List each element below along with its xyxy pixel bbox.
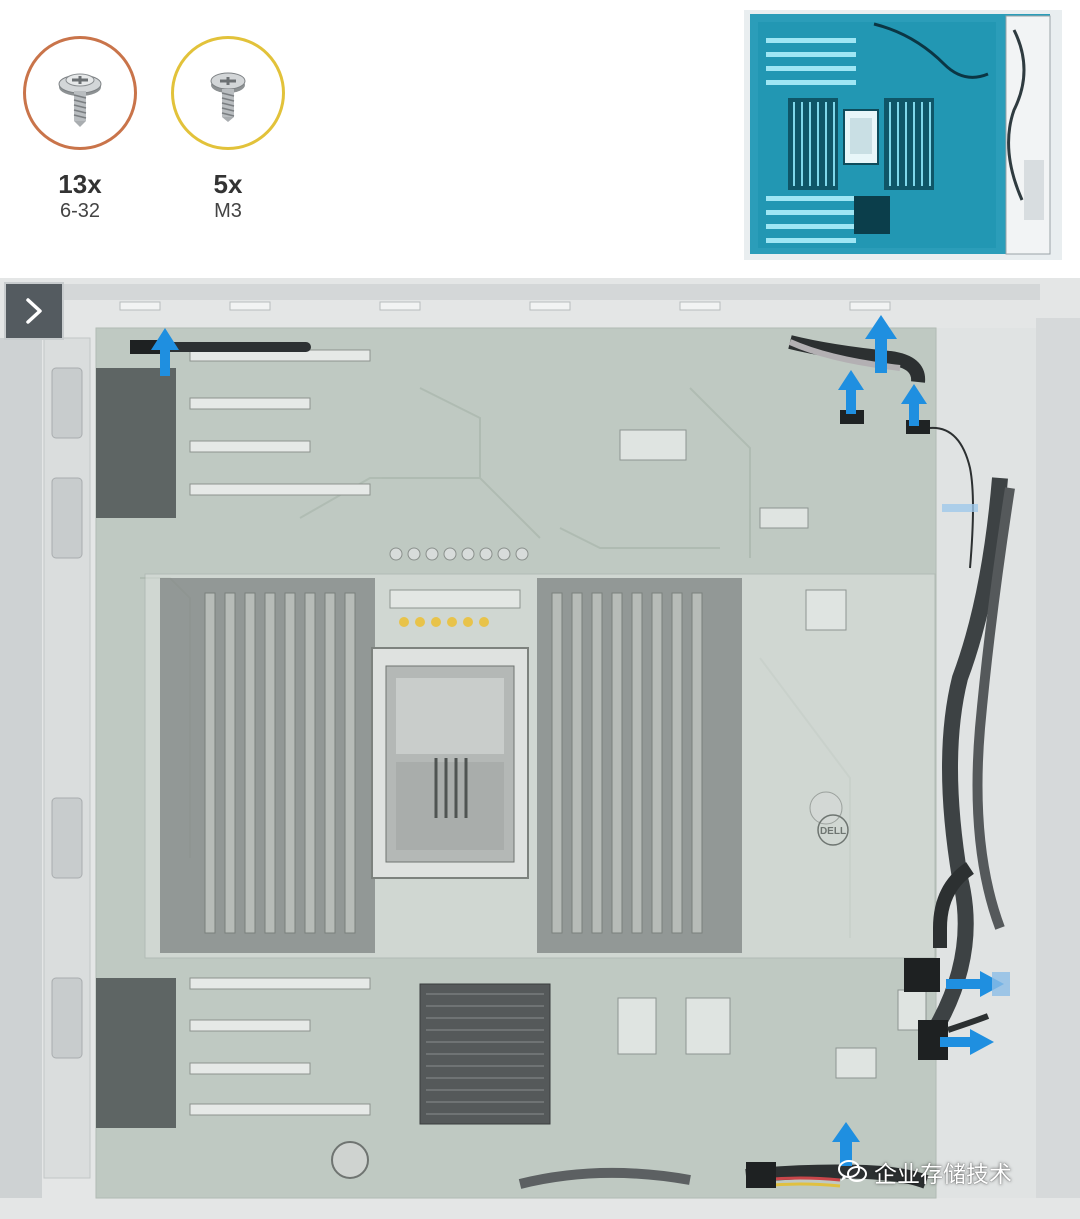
watermark-text: 企业存储技术 [874,1161,1012,1187]
chevron-right-icon [26,298,42,324]
screw-item-m3: 5x M3 [166,36,290,223]
motherboard-illustration: DELL [0,278,1080,1219]
screw-type-m3: M3 [214,200,242,222]
screw-ring-6-32 [23,36,137,150]
screw-m3-icon [210,72,246,122]
wechat-icon [838,1160,867,1182]
screw-count-m3: 5x [213,169,243,199]
next-step-button[interactable] [4,282,64,340]
screw-type-6-32: 6-32 [59,200,101,222]
screw-count-6-32: 13x [58,169,102,199]
screw-item-6-32: 13x 6-32 [18,36,142,223]
screw-legend: 13x 6-32 5x M3 [0,0,320,260]
watermark: 企业存储技术 [838,1152,1012,1192]
screw-6-32-icon [58,73,102,127]
screw-ring-m3 [171,36,285,150]
system-overview-thumbnail [744,10,1062,260]
svg-text:DELL: DELL [820,826,846,837]
